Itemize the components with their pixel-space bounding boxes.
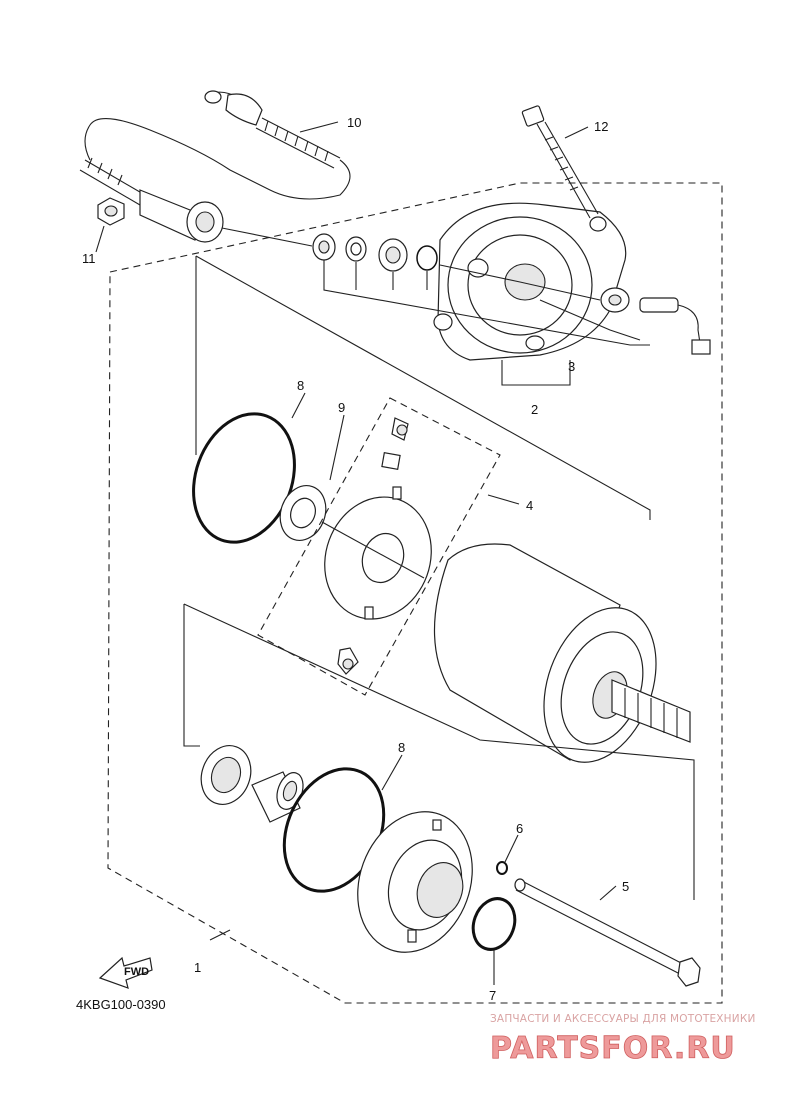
callout-12: 12 xyxy=(594,119,608,134)
callout-2: 2 xyxy=(531,402,538,417)
callout-10: 10 xyxy=(347,115,361,130)
oil-seal-bearing xyxy=(200,745,252,805)
seal-washers xyxy=(312,233,438,272)
diagram-code: 4KBG100-0390 xyxy=(76,997,166,1012)
callout-8-lower: 8 xyxy=(398,740,405,755)
lead-wire-10 xyxy=(84,90,351,200)
nut-11 xyxy=(97,197,125,226)
callout-6: 6 xyxy=(516,821,523,836)
terminal-bolt xyxy=(79,157,224,243)
callout-4: 4 xyxy=(526,498,533,513)
callout-5: 5 xyxy=(622,879,629,894)
callout-8-upper: 8 xyxy=(297,378,304,393)
callout-3: 3 xyxy=(568,359,575,374)
callout-1: 1 xyxy=(194,960,201,975)
watermark-logo: PARTSFOR.RU xyxy=(490,1031,736,1066)
brush-plate xyxy=(324,486,432,620)
callout-7: 7 xyxy=(489,988,496,1003)
brush-holder-boundary-4 xyxy=(257,397,501,696)
starter-yoke xyxy=(433,543,691,763)
fwd-arrow-icon: FWD xyxy=(98,956,153,989)
callout-9: 9 xyxy=(338,400,345,415)
rear-cover xyxy=(357,811,473,953)
through-bolt-5 xyxy=(514,878,701,987)
washer-9 xyxy=(279,485,327,541)
needle-bearing xyxy=(251,771,304,823)
fwd-label: FWD xyxy=(124,966,149,978)
front-cover-assembly xyxy=(433,202,711,361)
assembly-boundary-1 xyxy=(107,182,723,1004)
o-ring-6 xyxy=(496,861,508,875)
callout-11: 11 xyxy=(82,251,96,266)
watermark-tagline: ЗАПЧАСТИ И АКСЕССУАРЫ ДЛЯ МОТОТЕХНИКИ xyxy=(490,1013,756,1025)
brush-springs xyxy=(337,417,409,675)
bolt-12 xyxy=(521,105,599,219)
o-ring-7 xyxy=(471,897,517,951)
